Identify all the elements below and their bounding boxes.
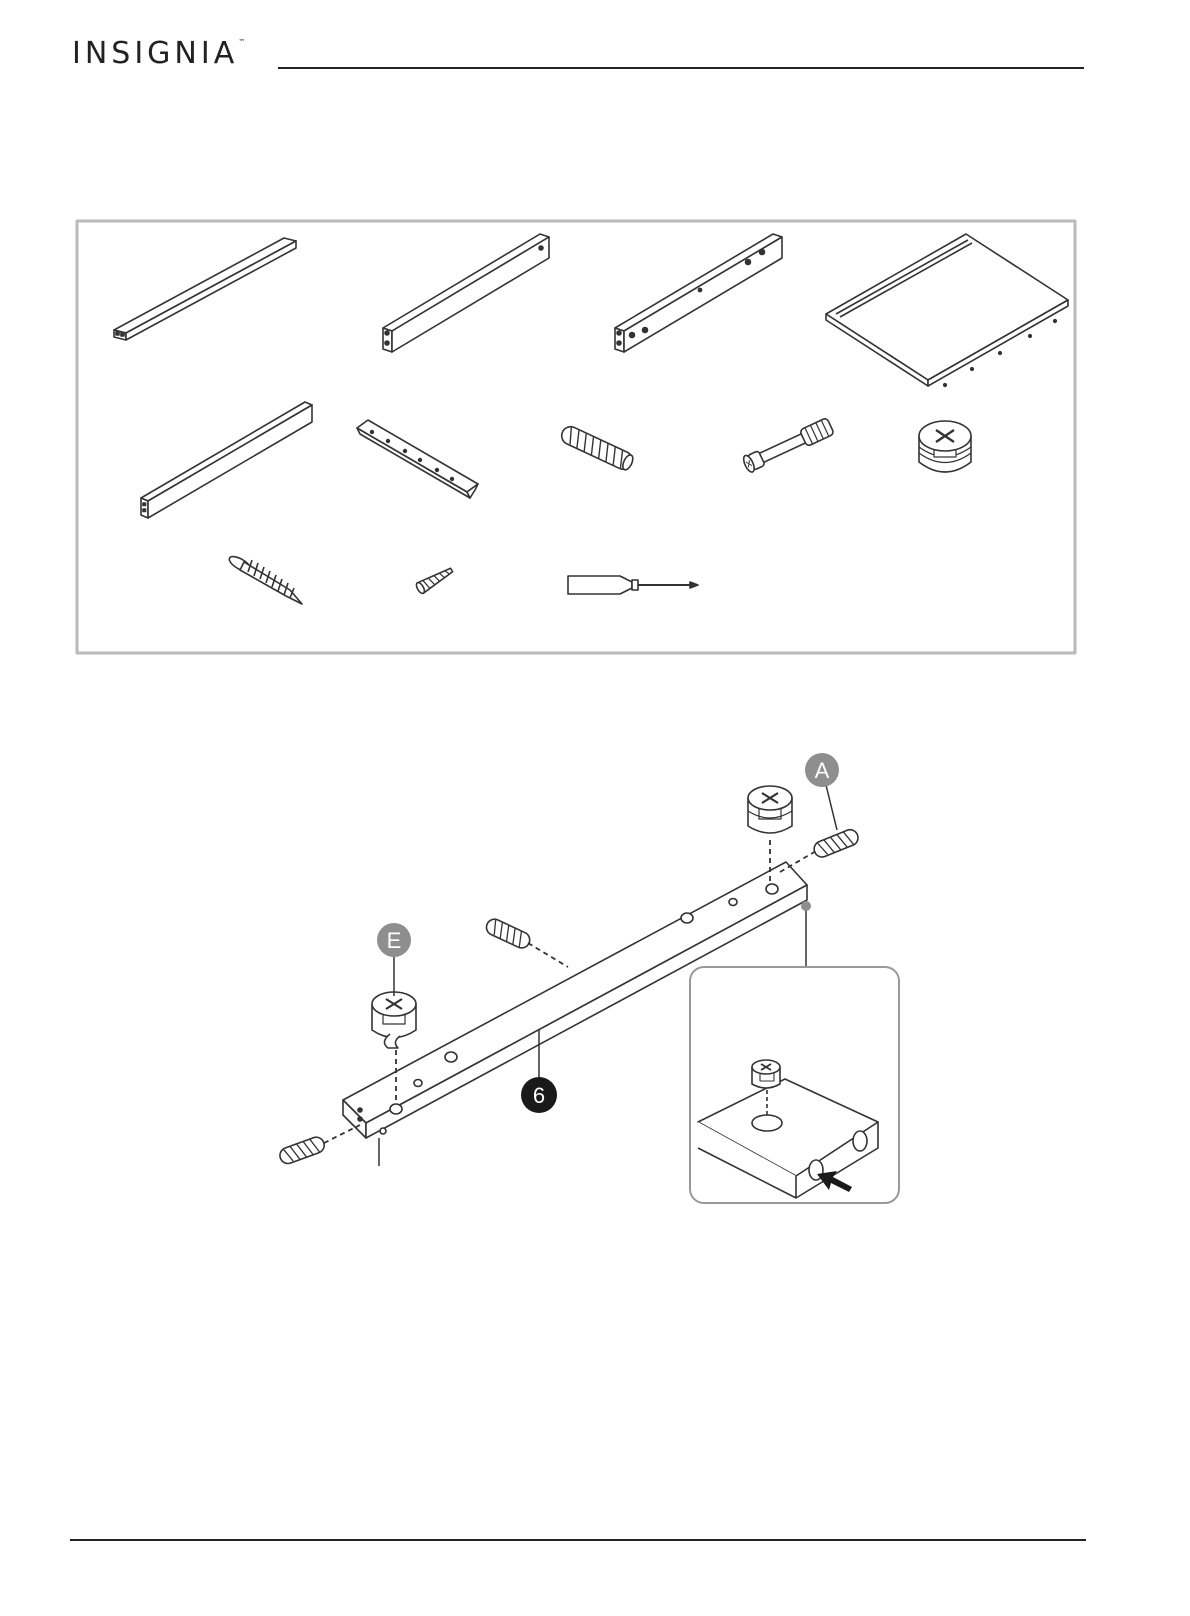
callout-e: E: [377, 923, 411, 957]
cam-lock-right: [748, 786, 792, 833]
dowel-left-bottom: [278, 1135, 327, 1166]
dowel-right-top: [812, 827, 861, 859]
callout-a-label: A: [815, 758, 830, 783]
callout-a: A: [805, 753, 839, 787]
detail-inset: [690, 967, 899, 1203]
cam-lock-icon: [919, 421, 971, 472]
dowel-back-middle: [484, 917, 532, 951]
part-number-badge: 6: [521, 1077, 557, 1113]
detail-anchor-dot: [801, 901, 811, 911]
callout-e-label: E: [387, 928, 402, 953]
part-number-label: 6: [533, 1083, 545, 1108]
footer-rule: [70, 1539, 1086, 1541]
cam-lock-left: [372, 992, 416, 1048]
